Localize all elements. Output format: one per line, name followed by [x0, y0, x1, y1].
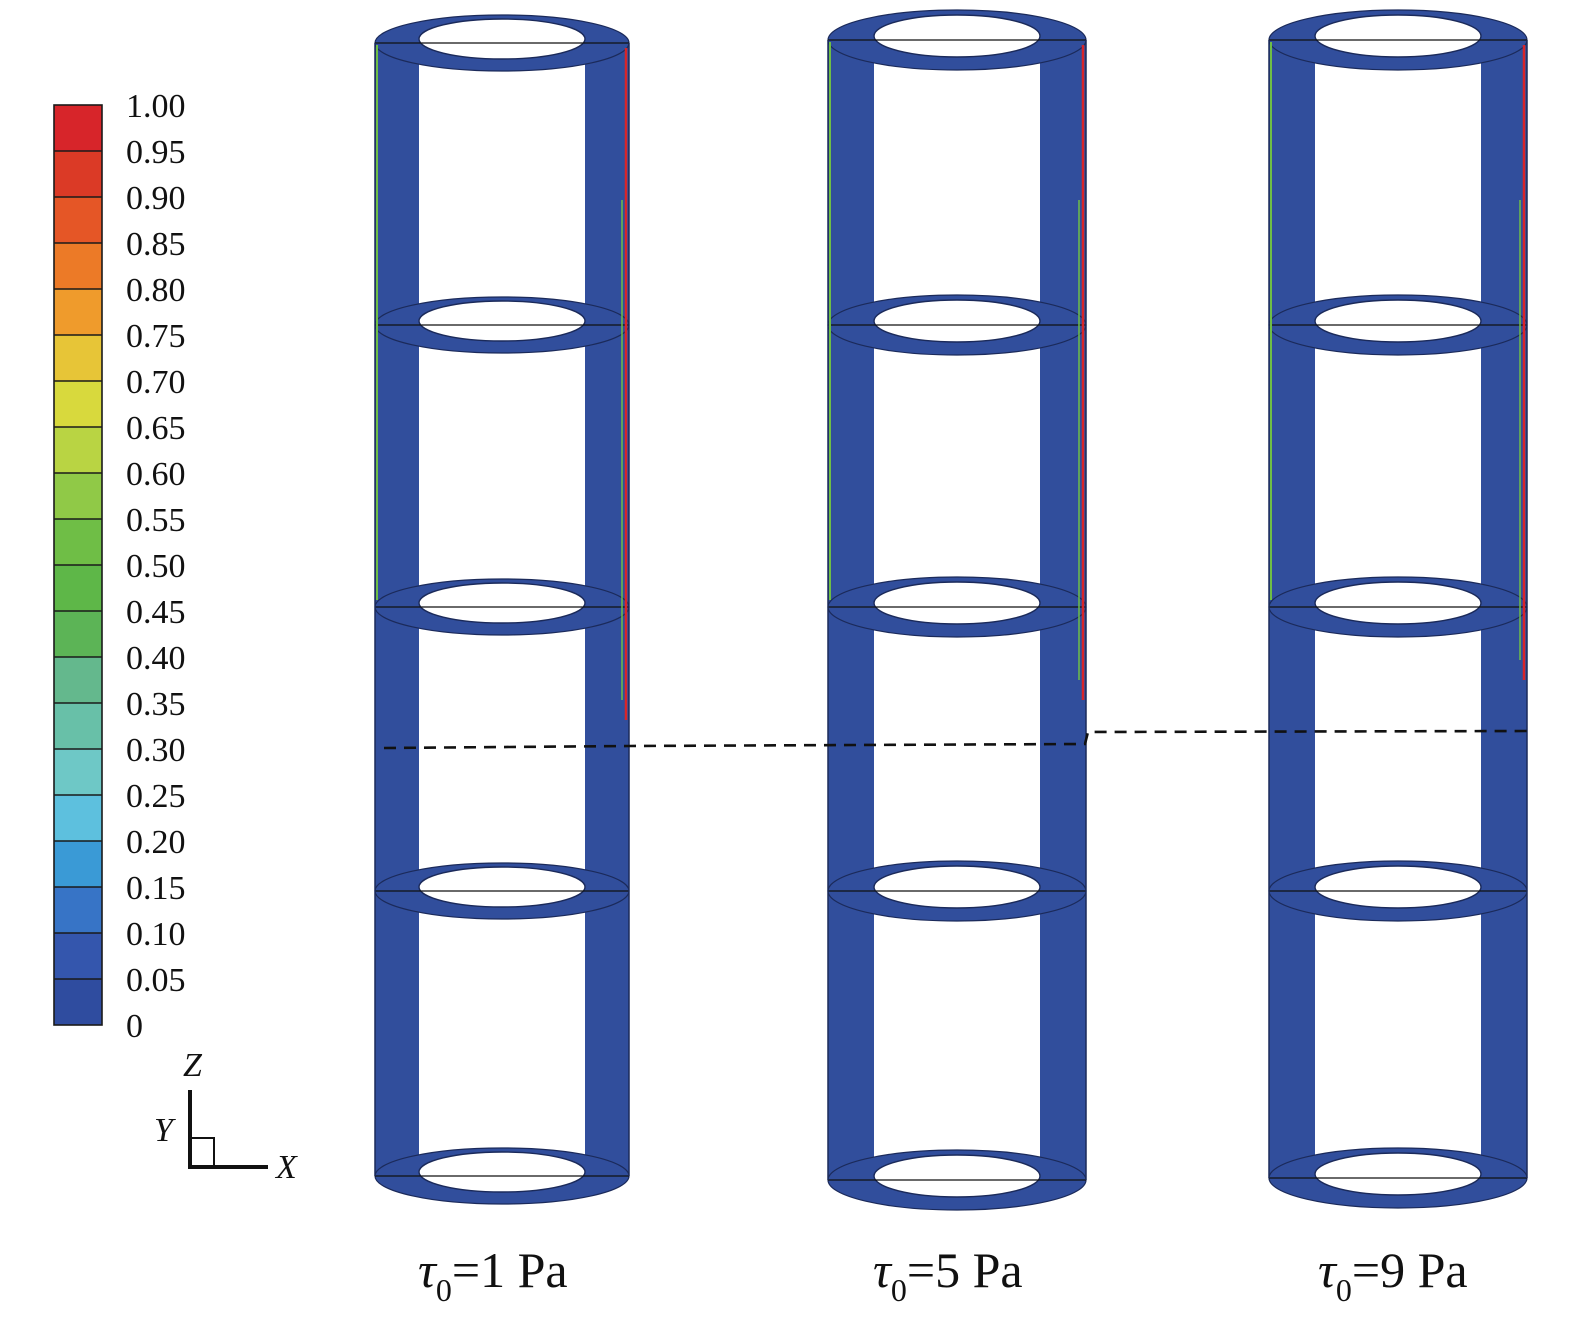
colorbar-tick-label: 0.80 — [126, 272, 186, 309]
colorbar-tick-label: 0.30 — [126, 732, 186, 769]
case-label-value: =1 Pa — [452, 1242, 568, 1298]
case-label-subscript: 0 — [1336, 1272, 1352, 1308]
colorbar-segment — [54, 657, 102, 703]
tube-ring-opening — [873, 865, 1041, 909]
colorbar-segment — [54, 703, 102, 749]
colorbar: 1.00 0.95 0.90 0.85 0.80 0.75 0.70 0.65 0.60 0.55… — [53, 88, 186, 1045]
colorbar-segment — [54, 197, 102, 243]
colorbar-tick-label: 0.75 — [126, 318, 186, 355]
colorbar-tick-label: 0.60 — [126, 456, 186, 493]
colorbar-tick-label: 0.35 — [126, 686, 186, 723]
colorbar-frame — [53, 104, 103, 1026]
tube-ring-opening — [1314, 299, 1482, 343]
colorbar-tick-label: 0.10 — [126, 916, 186, 953]
colorbar-segment — [54, 611, 102, 657]
colorbar-segment — [54, 243, 102, 289]
colorbar-tick-label: 0.85 — [126, 226, 186, 263]
colorbar-segment — [54, 841, 102, 887]
colorbar-segment — [54, 473, 102, 519]
colorbar-tick-label: 0.05 — [126, 962, 186, 999]
interface-dashed-line-path — [383, 729, 1528, 750]
colorbar-segment — [54, 427, 102, 473]
colorbar-segment — [54, 151, 102, 197]
colorbar-segment — [54, 933, 102, 979]
case-label-symbol: τ — [1318, 1242, 1338, 1298]
tube-column — [827, 9, 1087, 1211]
tube-ring-opening — [1314, 1152, 1482, 1196]
x-axis-label: X — [274, 1149, 298, 1186]
colorbar-segment — [54, 979, 102, 1025]
tube-ring-opening — [873, 1154, 1041, 1198]
case-label: τ0=9 Pa — [1318, 1242, 1468, 1308]
tube-columns — [374, 9, 1528, 1211]
tube-ring-opening — [418, 300, 586, 342]
colorbar-tick-label: 0.50 — [126, 548, 186, 585]
colorbar-tick-label: 0.95 — [126, 134, 186, 171]
tube-ring-opening — [418, 18, 586, 60]
axis-triad: Z Y X — [154, 1047, 298, 1186]
tube-column — [374, 14, 630, 1205]
case-label-subscript: 0 — [891, 1272, 907, 1308]
colorbar-segment — [54, 887, 102, 933]
colorbar-segment — [54, 381, 102, 427]
tube-ring-opening — [873, 14, 1041, 58]
tube-ring-opening — [873, 299, 1041, 343]
y-axis-box — [189, 1137, 215, 1167]
tube-column — [1268, 9, 1528, 1209]
case-label-value: =9 Pa — [1352, 1242, 1468, 1298]
tube-ring-opening — [1314, 14, 1482, 58]
colorbar-tick-label: 0 — [126, 1008, 143, 1045]
colorbar-tick-label: 1.00 — [126, 88, 186, 125]
tube-ring-opening — [1314, 581, 1482, 625]
tube-ring-opening — [873, 581, 1041, 625]
colorbar-segment — [54, 565, 102, 611]
tube-ring-opening — [1314, 865, 1482, 909]
case-label-symbol: τ — [418, 1242, 438, 1298]
colorbar-segment — [54, 105, 102, 151]
colorbar-segment — [54, 289, 102, 335]
tube-ring-opening — [418, 866, 586, 908]
case-label-subscript: 0 — [436, 1272, 452, 1308]
case-label-symbol: τ — [873, 1242, 893, 1298]
colorbar-tick-label: 0.45 — [126, 594, 186, 631]
colorbar-tick-label: 0.20 — [126, 824, 186, 861]
colorbar-segment — [54, 335, 102, 381]
interface-dashed-line — [383, 729, 1528, 750]
z-axis-label: Z — [183, 1047, 203, 1084]
colorbar-tick-label: 0.65 — [126, 410, 186, 447]
tube-ring-opening — [418, 1151, 586, 1193]
colorbar-segment — [54, 749, 102, 795]
case-label-value: =5 Pa — [907, 1242, 1023, 1298]
colorbar-segment — [54, 519, 102, 565]
colorbar-tick-label: 0.25 — [126, 778, 186, 815]
case-label: τ0=1 Pa — [418, 1242, 568, 1308]
colorbar-tick-label: 0.70 — [126, 364, 186, 401]
y-axis-label: Y — [154, 1112, 176, 1149]
colorbar-tick-label: 0.90 — [126, 180, 186, 217]
tube-ring-opening — [418, 582, 586, 624]
colorbar-tick-label: 0.40 — [126, 640, 186, 677]
colorbar-tick-label: 0.15 — [126, 870, 186, 907]
colorbar-segment — [54, 795, 102, 841]
case-label: τ0=5 Pa — [873, 1242, 1023, 1308]
colorbar-tick-label: 0.55 — [126, 502, 186, 539]
